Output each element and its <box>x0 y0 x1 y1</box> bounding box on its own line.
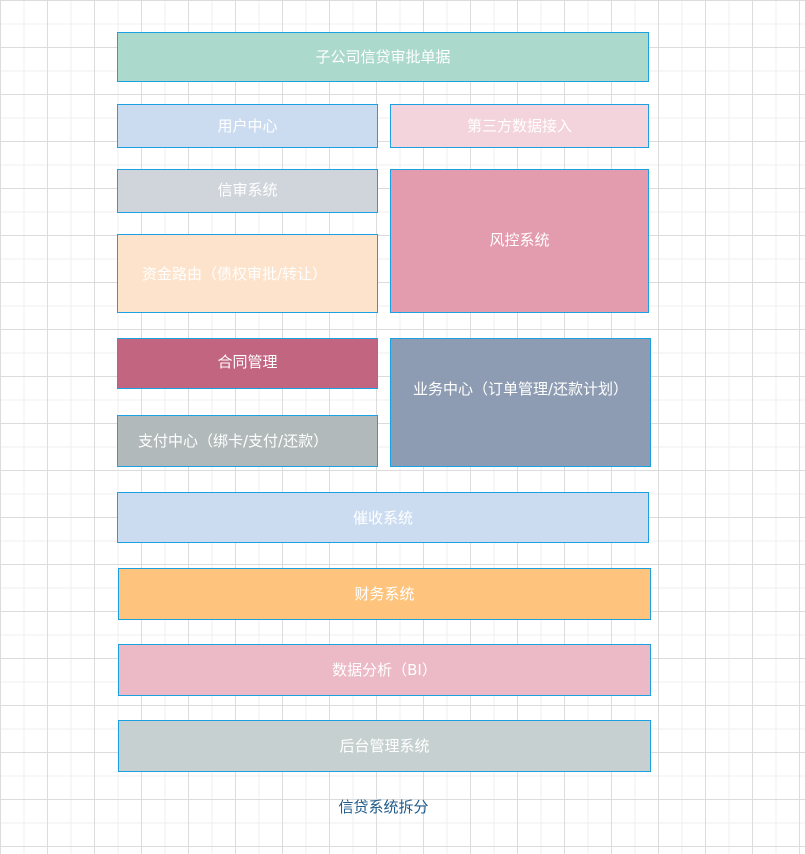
box-business-center[interactable]: 业务中心（订单管理/还款计划） <box>390 338 651 467</box>
box-finance[interactable]: 财务系统 <box>118 568 651 620</box>
box-contract-management[interactable]: 合同管理 <box>117 338 378 389</box>
box-label: 财务系统 <box>354 585 415 603</box>
box-label: 合同管理 <box>217 353 278 371</box>
diagram-caption: 信贷系统拆分 <box>338 798 429 816</box>
box-label: 子公司信贷审批单据 <box>315 48 451 66</box>
box-label: 第三方数据接入 <box>466 117 572 135</box>
box-label: 数据分析（BI） <box>332 661 437 679</box>
box-label: 用户中心 <box>217 117 278 135</box>
box-admin[interactable]: 后台管理系统 <box>118 720 651 772</box>
box-label: 业务中心（订单管理/还款计划） <box>412 380 629 398</box>
box-label: 后台管理系统 <box>339 737 430 755</box>
box-risk-control[interactable]: 风控系统 <box>390 169 649 313</box>
box-fund-routing[interactable]: 资金路由（债权审批/转让） <box>117 234 378 313</box>
box-label: 风控系统 <box>489 231 550 249</box>
box-credit-review[interactable]: 信审系统 <box>117 169 378 213</box>
box-collection[interactable]: 催收系统 <box>117 492 649 543</box>
box-label: 信审系统 <box>217 181 278 199</box>
box-data-analysis[interactable]: 数据分析（BI） <box>118 644 651 696</box>
box-user-center[interactable]: 用户中心 <box>117 104 378 148</box>
box-label: 资金路由（债权审批/转让） <box>142 264 328 283</box>
box-third-party-data[interactable]: 第三方数据接入 <box>390 104 649 148</box>
box-label: 支付中心（绑卡/支付/还款） <box>138 432 329 450</box>
box-label: 催收系统 <box>352 508 413 527</box>
box-payment-center[interactable]: 支付中心（绑卡/支付/还款） <box>117 415 378 467</box>
box-subsidiary-credit-approval[interactable]: 子公司信贷审批单据 <box>117 32 649 82</box>
